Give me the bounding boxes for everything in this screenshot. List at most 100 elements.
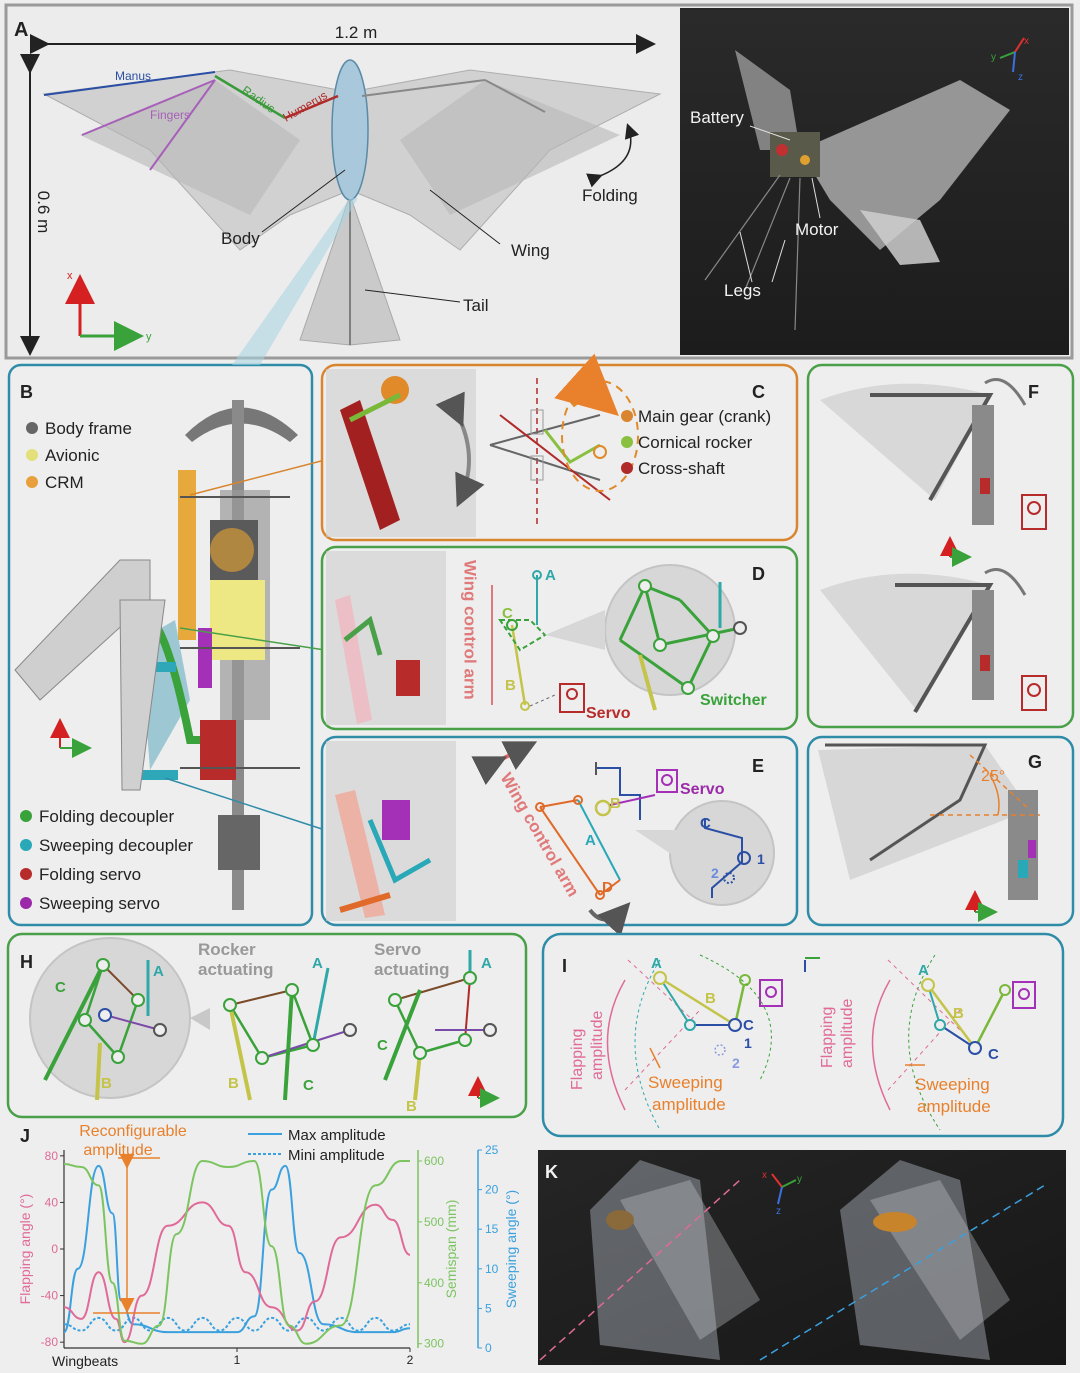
i-flapping-amplitude-2: Flapping: [819, 1007, 836, 1068]
zoom-connector-c: [189, 459, 326, 496]
i-b2: B: [953, 1005, 964, 1022]
width-dimension-label: 1.2 m: [335, 23, 378, 42]
h-s1-a: A: [153, 963, 164, 980]
legs-leader-line-2: [771, 239, 786, 283]
g-sweep-angle: 25°: [981, 768, 1005, 785]
drone-cad-top-view: [42, 59, 662, 346]
i-amplitude-diagrams: [606, 954, 1036, 1131]
b-axis-indicator: [50, 718, 92, 758]
sweeping-decoupler-dot: [20, 839, 32, 851]
h-rocker-label: Rocker: [198, 940, 256, 959]
i-sweeping-amplitude-1b: amplitude: [652, 1095, 726, 1114]
folding-arrow: [586, 123, 640, 188]
flapping-tick-label: 80: [45, 1149, 59, 1163]
legend-sweeping-servo: Sweeping servo: [39, 894, 160, 913]
e-position-2: 2: [711, 865, 719, 881]
legend-body-frame: Body frame: [45, 419, 132, 438]
flapping-tick-label: 0: [51, 1242, 58, 1256]
i-c2: C: [988, 1046, 999, 1063]
motor-label: Motor: [795, 220, 839, 239]
d-point-c: C: [502, 605, 513, 622]
wing-label: Wing: [511, 241, 550, 260]
i-flapping-amplitude-1: Flapping: [569, 1029, 586, 1090]
xy-axis-indicator: [65, 274, 144, 351]
panel-a-label: A: [14, 19, 28, 41]
main-gear-dot: [621, 410, 633, 422]
x-tick-label: 2: [407, 1353, 414, 1367]
legend-sweeping-decoupler: Sweeping decoupler: [39, 836, 193, 855]
e-linkage-schematic: [535, 762, 775, 937]
g-wing-sweep-view: [818, 743, 1040, 922]
panel-k-photo: [538, 1150, 1066, 1365]
sweeping-tick-label: 0: [485, 1341, 492, 1355]
folding-decoupler-dot: [20, 810, 32, 822]
panel-d-label: D: [752, 564, 765, 584]
f-wing-fold-views: [820, 378, 1047, 714]
sweeping-tick-label: 25: [485, 1143, 499, 1157]
panel-j-label: J: [20, 1126, 30, 1146]
panel-f-label: F: [1028, 382, 1039, 402]
body-frame-dot: [26, 422, 38, 434]
e-point-a: A: [585, 832, 596, 849]
e-servo-label: Servo: [680, 781, 725, 798]
i-flapping-amplitude-1b: amplitude: [589, 1011, 606, 1080]
k-axis-x-label: x: [762, 1170, 767, 1181]
cross-shaft-dot: [621, 462, 633, 474]
h-s2-c: C: [303, 1077, 314, 1094]
i-a1: A: [651, 955, 662, 972]
series-line-flapping-2: [63, 1201, 411, 1344]
motor-leader-line: [811, 177, 821, 219]
avionic-dot: [26, 449, 38, 461]
zoom-connector-d: [179, 627, 326, 651]
i-sweeping-amplitude-1: Sweeping: [648, 1073, 723, 1092]
d-wing-control-arm-label: Wing control arm: [461, 560, 480, 700]
x-axis-label: Wingbeats: [52, 1353, 118, 1369]
d-point-b: B: [505, 677, 516, 694]
h-s1-c: C: [55, 979, 66, 996]
height-dimension-label: 0.6 m: [34, 191, 53, 234]
flapping-tick-label: 40: [45, 1195, 59, 1209]
d-linkage-schematic: [491, 564, 747, 713]
e-point-b: B: [610, 795, 621, 812]
legend-mini-label: Mini amplitude: [288, 1147, 385, 1164]
panel-h-label: H: [20, 952, 33, 972]
i-n1: 1: [744, 1035, 752, 1051]
axis-y-label: y: [146, 331, 152, 343]
panel-g-label: G: [1028, 752, 1042, 772]
photo-axis-z-label: z: [1018, 72, 1023, 83]
flapping-tick-label: -40: [41, 1289, 59, 1303]
panel-b-label: B: [20, 382, 33, 402]
c-schematic: [489, 353, 639, 525]
e-arm-arrow: [471, 741, 538, 786]
series-line-sweeping-1: [63, 1316, 411, 1332]
k-photo-content: [539, 1160, 1046, 1361]
photo-axis-x-label: x: [1024, 36, 1029, 47]
legend-avionic: Avionic: [45, 446, 100, 465]
e-point-c: C: [700, 815, 711, 832]
c-cad-zoom: [326, 369, 485, 537]
mechanism-cad-side-view: [14, 400, 300, 910]
sweeping-tick-label: 10: [485, 1262, 499, 1276]
reconfig-label-2: amplitude: [83, 1142, 152, 1159]
tail-leader-line: [364, 289, 461, 303]
legend-max-label: Max amplitude: [288, 1127, 386, 1144]
semispan-axis-label: Semispan (mm): [443, 1200, 459, 1299]
flapping-axis-label: Flapping angle (°): [17, 1194, 33, 1305]
flapping-tick-label: -80: [41, 1335, 59, 1349]
h-s2-a: A: [312, 955, 323, 972]
i-sweeping-amplitude-2: Sweeping: [915, 1075, 990, 1094]
h-switcher-states: [29, 937, 500, 1108]
e-cad-zoom: [326, 741, 456, 921]
d-point-a: A: [545, 567, 556, 584]
h-s3-a: A: [481, 955, 492, 972]
k-axis-z-label: z: [776, 1206, 781, 1217]
crm-dot: [26, 476, 38, 488]
cornical-rocker-dot: [621, 436, 633, 448]
photo-xyz-axis: [999, 37, 1025, 73]
d-cad-zoom: [326, 551, 446, 725]
sweeping-axis-label: Sweeping angle (°): [503, 1190, 519, 1308]
folding-servo-dot: [20, 868, 32, 880]
i-a2: A: [918, 962, 929, 979]
